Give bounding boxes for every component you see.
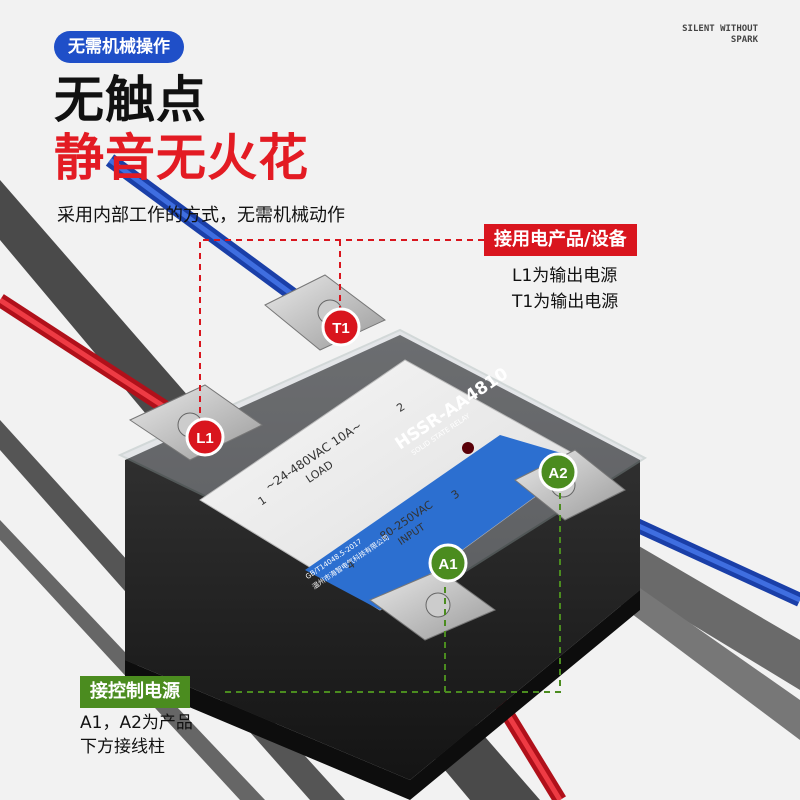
no-mechanical-badge: 无需机械操作	[54, 31, 184, 63]
control-callout-notes: A1，A2为产品 下方接线柱	[80, 711, 193, 759]
headline: 无触点	[54, 71, 207, 129]
load-note-l1: L1为输出电源	[512, 266, 618, 286]
terminal-badge-t1: T1	[321, 307, 361, 347]
callout-lines	[199, 239, 561, 693]
load-callout-notes: L1为输出电源 T1为输出电源	[512, 263, 618, 315]
control-callout-title: 接控制电源	[80, 676, 190, 708]
terminal-a2-label: A2	[548, 465, 567, 482]
terminal-l1-label: L1	[196, 430, 214, 447]
terminal-badge-a2: A2	[538, 452, 578, 492]
load-note-t1: T1为输出电源	[512, 292, 619, 312]
brand-slogan: SILENT WITHOUT SPARK	[638, 24, 758, 46]
terminal-badge-l1: L1	[185, 417, 225, 457]
terminal-badge-a1: A1	[428, 543, 468, 583]
terminal-a1-label: A1	[438, 556, 457, 573]
brand-line-1: SILENT WITHOUT	[682, 24, 758, 34]
load-callout-title: 接用电产品/设备	[484, 224, 637, 256]
control-note-1: A1，A2为产品	[80, 713, 193, 733]
terminal-t1-label: T1	[332, 320, 350, 337]
brand-line-2: SPARK	[730, 35, 758, 45]
headline-red: 静音无火花	[54, 129, 309, 187]
control-note-2: 下方接线柱	[80, 737, 165, 757]
subtitle: 采用内部工作的方式，无需机械动作	[57, 205, 345, 226]
